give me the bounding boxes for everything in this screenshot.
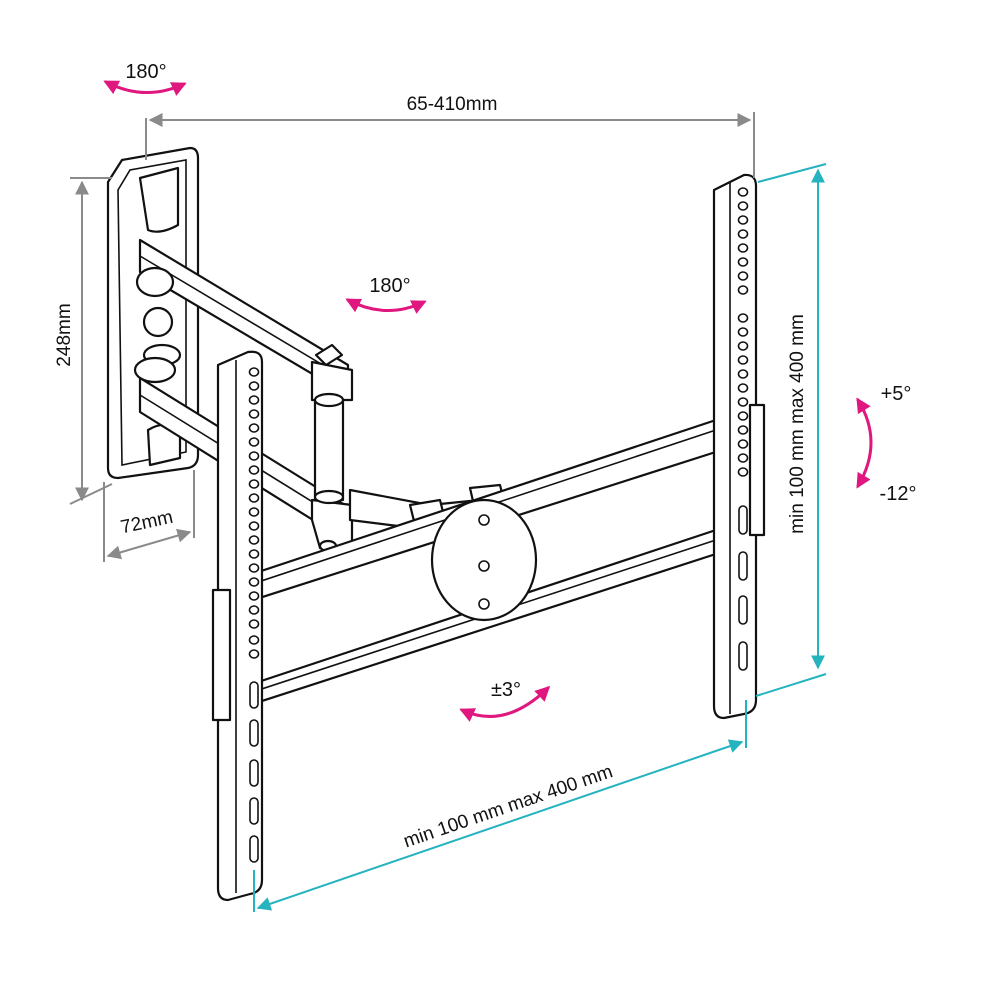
bracket-hole <box>737 201 749 211</box>
bracket-hole <box>248 549 260 559</box>
vesa-horizontal-dimension: min 100 mm max 400 mm <box>253 700 747 912</box>
bracket-hole <box>737 355 749 365</box>
bracket-hole <box>248 395 260 405</box>
bracket-hole <box>737 313 749 323</box>
wall-swivel-label: 180° <box>125 61 166 83</box>
vesa-vertical-label: min 100 mm max 400 mm <box>787 314 808 534</box>
wall-plate-depth-dimension: 72mm <box>103 470 195 562</box>
bracket-hole <box>248 649 260 659</box>
wall-swivel-indicator: 180° <box>103 61 187 96</box>
bracket-hole <box>737 467 749 477</box>
bracket-hole <box>248 577 260 587</box>
bracket-hole <box>737 341 749 351</box>
level-adjust-label: ±3° <box>491 679 521 701</box>
tilt-up-label: +5° <box>881 383 912 405</box>
bracket-hole <box>737 425 749 435</box>
bracket-hole <box>248 535 260 545</box>
bracket-slot <box>738 641 748 671</box>
bracket-hole <box>248 409 260 419</box>
bracket-slot <box>249 835 259 863</box>
upper-arm <box>135 238 354 402</box>
bracket-hole <box>248 507 260 517</box>
wall-plate-height-label: 248mm <box>54 303 75 366</box>
bracket-slot <box>738 551 748 581</box>
bracket-hole <box>248 635 260 645</box>
tilt-indicator: +5° -12° <box>856 383 917 505</box>
bracket-hole <box>737 215 749 225</box>
bracket-hole <box>737 229 749 239</box>
tilt-disc <box>430 498 538 622</box>
bracket-hole <box>737 327 749 337</box>
bracket-hole <box>248 381 260 391</box>
bracket-hole <box>248 591 260 601</box>
bracket-hole <box>248 479 260 489</box>
left-bracket-slots <box>249 681 259 863</box>
bracket-slot <box>249 681 259 709</box>
bracket-hole <box>248 465 260 475</box>
bracket-hole <box>737 397 749 407</box>
bracket-hole <box>737 383 749 393</box>
left-vertical-bracket <box>211 350 264 902</box>
bracket-hole <box>737 257 749 267</box>
bracket-hole <box>737 243 749 253</box>
bracket-hole <box>737 439 749 449</box>
wall-plate <box>106 146 200 480</box>
pivot-post <box>313 392 345 505</box>
bracket-hole <box>248 437 260 447</box>
bracket-hole <box>737 453 749 463</box>
bracket-hole <box>248 605 260 615</box>
bracket-hole <box>248 521 260 531</box>
bracket-slot <box>738 595 748 625</box>
right-bracket-slots <box>738 505 748 671</box>
bracket-hole <box>248 423 260 433</box>
right-vertical-bracket <box>712 173 766 720</box>
tilt-down-label: -12° <box>880 483 917 505</box>
bracket-hole <box>737 369 749 379</box>
bracket-hole <box>737 285 749 295</box>
arm-extension-dimension: 65-410mm <box>145 94 755 178</box>
bracket-slot <box>249 719 259 747</box>
vesa-horizontal-label: min 100 mm max 400 mm <box>401 761 616 852</box>
bracket-hole <box>737 271 749 281</box>
bracket-hole <box>248 493 260 503</box>
arm-swivel-indicator: 180° <box>345 275 427 314</box>
right-bracket-holes <box>737 187 749 477</box>
bracket-hole <box>737 187 749 197</box>
bracket-hole <box>248 451 260 461</box>
bracket-slot <box>249 759 259 787</box>
bracket-hole <box>737 411 749 421</box>
arm-extension-label: 65-410mm <box>407 94 498 115</box>
left-bracket-holes <box>248 367 260 659</box>
wall-plate-depth-label: 72mm <box>119 507 175 539</box>
arm-swivel-label: 180° <box>369 275 410 297</box>
bracket-hole <box>248 563 260 573</box>
wall-plate-height-dimension: 248mm <box>54 177 113 505</box>
bracket-slot <box>738 505 748 535</box>
vesa-vertical-dimension: min 100 mm max 400 mm <box>755 163 827 697</box>
bracket-hole <box>248 619 260 629</box>
bracket-slot <box>249 797 259 825</box>
bracket-hole <box>248 367 260 377</box>
level-adjust-indicator: ±3° <box>459 679 551 722</box>
